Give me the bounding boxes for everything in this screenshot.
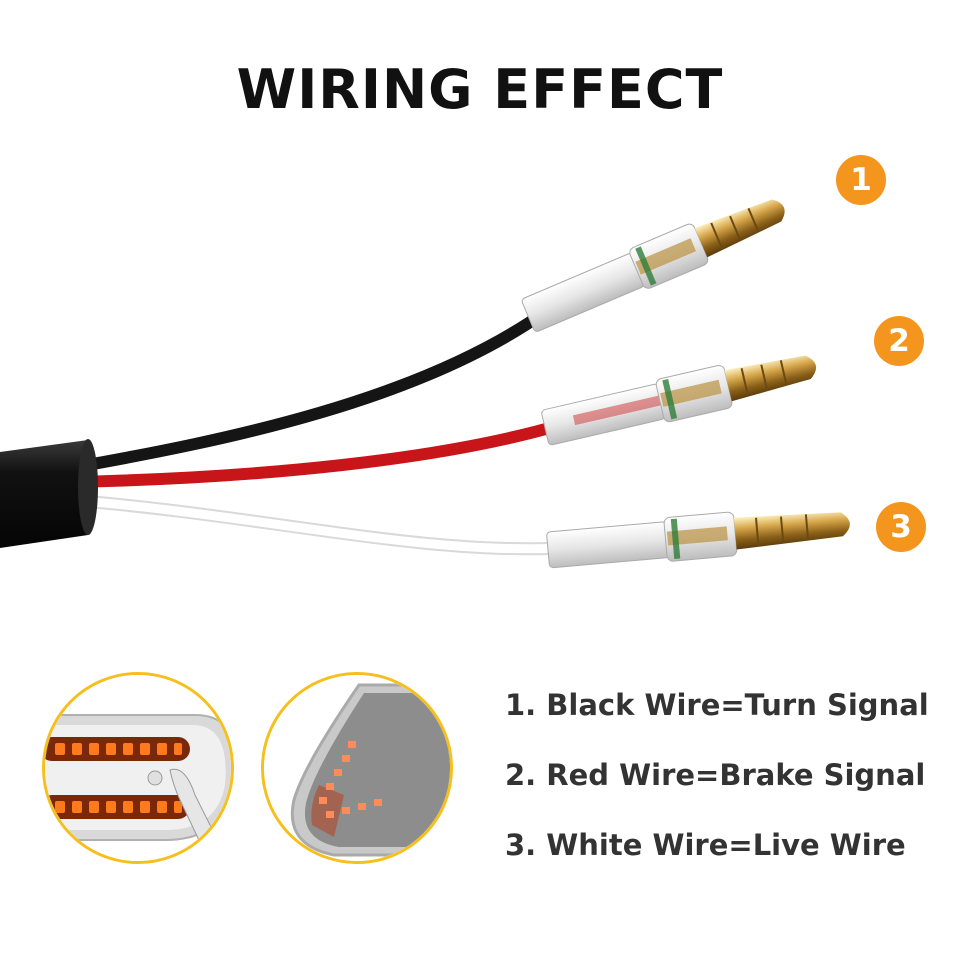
- led-strip-detail-circle: [42, 672, 234, 864]
- page-title: WIRING EFFECT: [236, 58, 724, 121]
- connector-3: [546, 511, 850, 569]
- black-wire: [64, 306, 551, 474]
- badge-1: 1: [836, 155, 886, 205]
- red-wire: [64, 419, 566, 488]
- legend-item-3: 3. White Wire=Live Wire: [505, 828, 906, 862]
- cable-jacket: [0, 440, 97, 548]
- legend-item-2: 2. Red Wire=Brake Signal: [505, 758, 926, 792]
- arrow-lamp-image: [264, 675, 450, 861]
- arrow-lamp-detail-circle: [261, 672, 453, 864]
- connector-2: [541, 355, 817, 446]
- legend-item-1: 1. Black Wire=Turn Signal: [505, 688, 929, 722]
- badge-2: 2: [874, 316, 924, 366]
- badge-3: 3: [876, 502, 926, 552]
- led-strip-lamp-image: [45, 675, 231, 861]
- connector-1: [521, 199, 785, 332]
